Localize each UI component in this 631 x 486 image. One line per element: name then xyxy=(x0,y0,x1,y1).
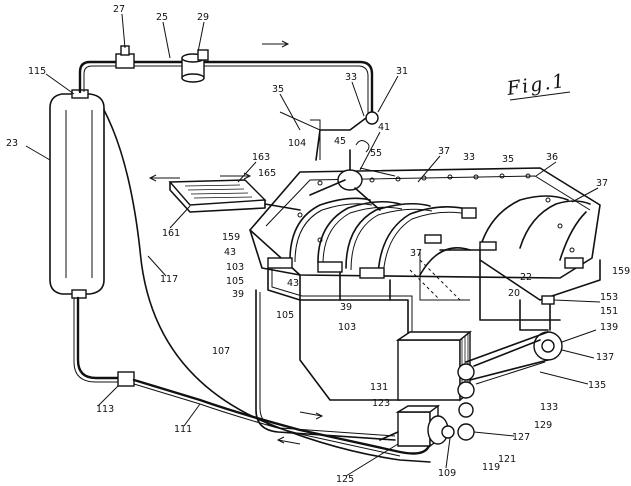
label-29: 29 xyxy=(197,12,209,23)
leader-lines xyxy=(25,13,601,477)
supply-line-25 xyxy=(78,40,379,161)
label-159a: 159 xyxy=(222,232,240,243)
label-113: 113 xyxy=(96,404,114,415)
label-121: 121 xyxy=(498,454,516,465)
label-35a: 35 xyxy=(272,84,284,95)
figure-title: Fig.1 xyxy=(505,70,568,100)
label-36: 36 xyxy=(546,152,558,163)
label-39a: 39 xyxy=(232,289,244,300)
label-33a: 33 xyxy=(345,72,357,83)
label-35b: 35 xyxy=(502,154,514,165)
label-37a: 37 xyxy=(438,146,450,157)
label-103a: 103 xyxy=(226,262,244,273)
label-131: 131 xyxy=(370,382,388,393)
label-109: 109 xyxy=(438,468,456,479)
label-39b: 39 xyxy=(340,302,352,313)
label-153: 153 xyxy=(600,292,618,303)
label-135: 135 xyxy=(588,380,606,391)
label-139: 139 xyxy=(600,322,618,333)
label-105a: 105 xyxy=(226,276,244,287)
label-104: 104 xyxy=(288,138,306,149)
label-151: 151 xyxy=(600,306,618,317)
injector-tubes xyxy=(267,195,591,279)
accumulator-tank xyxy=(49,89,105,299)
label-37b: 37 xyxy=(596,178,608,189)
label-22: 22 xyxy=(520,272,532,283)
label-55: 55 xyxy=(370,148,382,159)
lines-103-105-107 xyxy=(255,267,413,441)
label-163: 163 xyxy=(252,152,270,163)
label-125: 125 xyxy=(336,474,354,485)
label-103b: 103 xyxy=(338,322,356,333)
distributor-41 xyxy=(279,111,396,211)
label-45: 45 xyxy=(334,136,346,147)
label-20: 20 xyxy=(508,288,520,299)
label-107: 107 xyxy=(212,346,230,357)
label-43b: 43 xyxy=(287,278,299,289)
label-37c: 37 xyxy=(410,248,422,259)
label-137: 137 xyxy=(596,352,614,363)
label-165: 165 xyxy=(258,168,276,179)
reference-labels: 27 25 29 115 31 33 35 104 45 41 37 33 35… xyxy=(6,4,630,485)
label-23: 23 xyxy=(6,138,18,149)
belt-drive xyxy=(457,295,563,441)
label-117: 117 xyxy=(160,274,178,285)
label-115: 115 xyxy=(28,66,46,77)
label-127: 127 xyxy=(512,432,530,443)
engine-block xyxy=(249,167,601,401)
label-43a: 43 xyxy=(224,247,236,258)
pump-161 xyxy=(148,172,301,213)
label-161: 161 xyxy=(162,228,180,239)
label-105b: 105 xyxy=(276,310,294,321)
label-159b: 159 xyxy=(612,266,630,277)
label-27: 27 xyxy=(113,4,125,15)
label-133: 133 xyxy=(540,402,558,413)
label-129: 129 xyxy=(534,420,552,431)
label-119: 119 xyxy=(482,462,500,473)
label-123: 123 xyxy=(372,398,390,409)
label-111: 111 xyxy=(174,424,192,435)
label-31: 31 xyxy=(396,66,408,77)
label-33b: 33 xyxy=(463,152,475,163)
pump-125 xyxy=(379,404,455,448)
label-25: 25 xyxy=(156,12,168,23)
label-41: 41 xyxy=(378,122,390,133)
